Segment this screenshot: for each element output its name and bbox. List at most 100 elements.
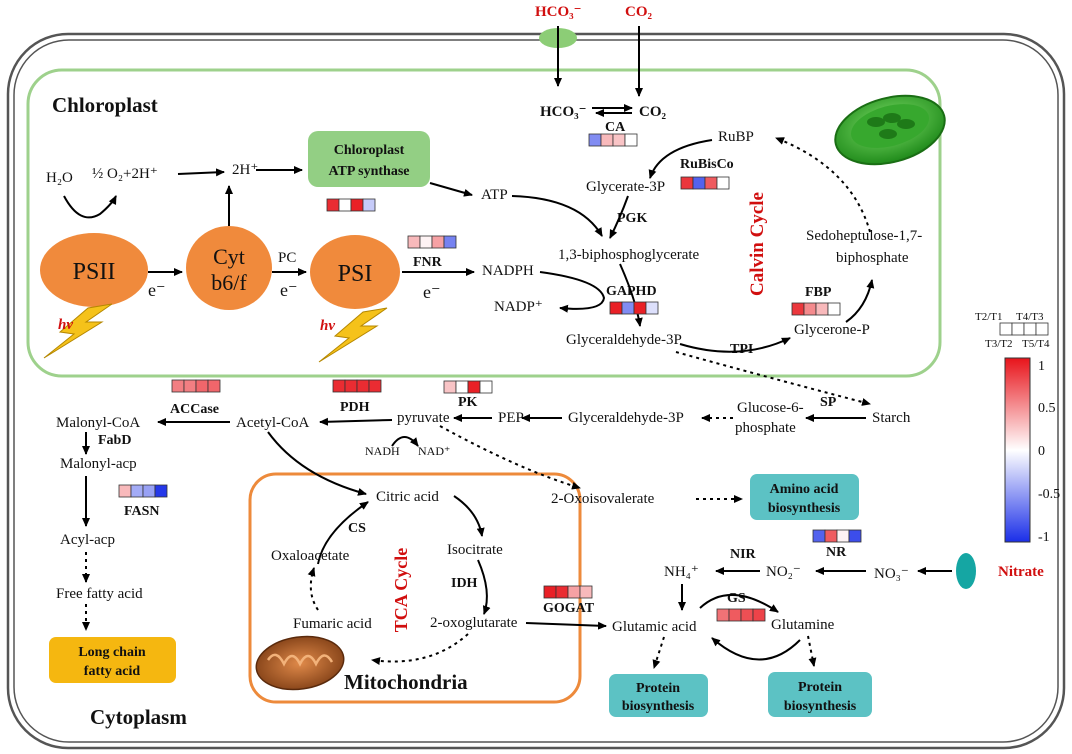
atp-synthase-box xyxy=(308,131,430,187)
arrows xyxy=(63,26,952,661)
heatmap-legend: T2/T1 T4/T3 T3/T2 T5/T4 1 0.5 0 -0.5 -1 xyxy=(975,311,1060,545)
hco3-label: HCO₃⁻ xyxy=(540,104,587,120)
citric-label: Citric acid xyxy=(376,489,439,505)
heatmap-cell-nr-3 xyxy=(848,529,862,543)
heatmap-cell-gs-1 xyxy=(728,608,742,622)
cell-membrane-inner xyxy=(13,39,1059,743)
psi-label: PSI xyxy=(338,261,373,287)
sedoheptulose-label-2: biphosphate xyxy=(836,250,909,266)
heatmap-cell-pdh-1 xyxy=(344,379,358,393)
half-o2-label: ½ O₂+2H⁺ xyxy=(92,166,158,182)
calvin-cycle-title: Calvin Cycle xyxy=(747,192,768,296)
heatmap-cell-gaphd-1 xyxy=(621,301,635,315)
heatmap-cell-fbp-2 xyxy=(815,302,829,316)
h2o-label: H₂O xyxy=(46,170,73,186)
cytb6f-complex xyxy=(186,226,272,310)
lightning-icon xyxy=(43,303,113,359)
pgk-enzyme: PGK xyxy=(617,211,647,226)
amino-acid-box xyxy=(750,474,859,520)
malonylcoa-label: Malonyl-CoA xyxy=(56,415,140,431)
nitrate-transporter xyxy=(956,553,976,589)
sp-enzyme: SP xyxy=(820,395,837,410)
gap-chloroplast-label: Glyceraldehyde-3P xyxy=(566,332,682,348)
sedoheptulose-label-1: Sedoheptulose-1,7- xyxy=(806,228,922,244)
legend-cell-label-2: T4/T3 xyxy=(1016,311,1044,323)
heatmap-cell-gogat-2 xyxy=(567,585,581,599)
no3-label: NO₃⁻ xyxy=(874,566,909,582)
heatmap-cell-gs-2 xyxy=(740,608,754,622)
ffa-label: Free fatty acid xyxy=(56,586,143,602)
atp-synthase-label-2: ATP synthase xyxy=(328,164,409,179)
idh-enzyme: IDH xyxy=(451,576,478,591)
heatmap-cell-ca-1 xyxy=(600,133,614,147)
heatmap-cell-ca-2 xyxy=(612,133,626,147)
heatmap-cell-atp_synthase-0 xyxy=(326,198,340,212)
co2-input-label: CO₂ xyxy=(625,4,653,20)
fabd-enzyme: FabD xyxy=(98,433,131,448)
protein-box-1 xyxy=(609,674,708,717)
g6p-label-2: phosphate xyxy=(735,420,796,436)
scale-tick-0.5: 0.5 xyxy=(1038,401,1056,416)
heatmap-cell-fasn-0 xyxy=(118,484,132,498)
heatmap-cell-accase-0 xyxy=(171,379,185,393)
heatmap-cell-fbp-0 xyxy=(791,302,805,316)
nadh-label: NADH xyxy=(365,444,400,458)
heatmap-cell-accase-3 xyxy=(207,379,221,393)
heatmap-strips xyxy=(118,133,862,622)
bpg-label: 1,3-biphosphoglycerate xyxy=(558,247,700,263)
lcfa-label-2: fatty acid xyxy=(84,664,141,679)
heatmap-cell-pk-3 xyxy=(479,380,493,394)
glycerone-label: Glycerone-P xyxy=(794,322,870,338)
heatmap-cell-pdh-2 xyxy=(356,379,370,393)
electron-label-2: e⁻ xyxy=(280,280,298,300)
heatmap-cell-gogat-0 xyxy=(543,585,557,599)
protein1-label-1: Protein xyxy=(636,681,680,696)
co2-label: CO₂ xyxy=(639,104,667,120)
cyt-label-2: b6/f xyxy=(211,270,247,295)
nr-enzyme: NR xyxy=(826,545,847,560)
heatmap-cell-fnr-1 xyxy=(419,235,433,249)
no2-label: NO₂⁻ xyxy=(766,564,801,580)
heatmap-cell-nr-1 xyxy=(824,529,838,543)
heatmap-cell-rubisco-3 xyxy=(716,176,730,190)
mitochondria-icon xyxy=(255,635,345,691)
heatmap-cell-pk-2 xyxy=(467,380,481,394)
heatmap-cell-gaphd-0 xyxy=(609,301,623,315)
nad-label: NAD⁺ xyxy=(418,444,450,458)
acylacp-label: Acyl-acp xyxy=(60,532,115,548)
heatmap-cell-fasn-2 xyxy=(142,484,156,498)
tpi-enzyme: TPI xyxy=(730,342,753,357)
nh4-label: NH₄⁺ xyxy=(664,564,699,580)
chloroplast-title: Chloroplast xyxy=(52,93,158,117)
starch-label: Starch xyxy=(872,410,911,426)
protein-box-2 xyxy=(768,672,872,717)
heatmap-cell-fasn-1 xyxy=(130,484,144,498)
cytoplasm-title: Cytoplasm xyxy=(90,705,187,729)
nadp-label: NADP⁺ xyxy=(494,299,543,315)
heatmap-cell-pk-0 xyxy=(443,380,457,394)
heatmap-cell-nr-0 xyxy=(812,529,826,543)
atp-synthase-label-1: Chloroplast xyxy=(334,143,405,158)
chloroplast-icon xyxy=(834,94,946,166)
heatmap-cell-rubisco-0 xyxy=(680,176,694,190)
oxoisovalerate-label: 2-Oxoisovalerate xyxy=(551,491,655,507)
two-h-label: 2H⁺ xyxy=(232,162,258,178)
hv-label-2: hv xyxy=(320,318,335,334)
nir-enzyme: NIR xyxy=(730,547,757,562)
cell-membrane-outer xyxy=(6,32,1066,750)
accase-enzyme: ACCase xyxy=(170,402,219,417)
heatmap-cell-nr-2 xyxy=(836,529,850,543)
protein1-label-2: biosynthesis xyxy=(622,699,695,714)
heatmap-cell-fnr-2 xyxy=(431,235,445,249)
oxoglutarate-label: 2-oxoglutarate xyxy=(430,615,518,631)
fasn-enzyme: FASN xyxy=(124,504,160,519)
heatmap-cell-fasn-3 xyxy=(154,484,168,498)
lightning-icon xyxy=(318,307,388,363)
atp-label: ATP xyxy=(481,187,508,203)
pyruvate-label: pyruvate xyxy=(397,410,450,426)
amino-label-1: Amino acid xyxy=(770,482,839,497)
psi-complex xyxy=(310,235,400,309)
heatmap-cell-gogat-3 xyxy=(579,585,593,599)
g6p-label-1: Glucose-6- xyxy=(737,400,804,416)
